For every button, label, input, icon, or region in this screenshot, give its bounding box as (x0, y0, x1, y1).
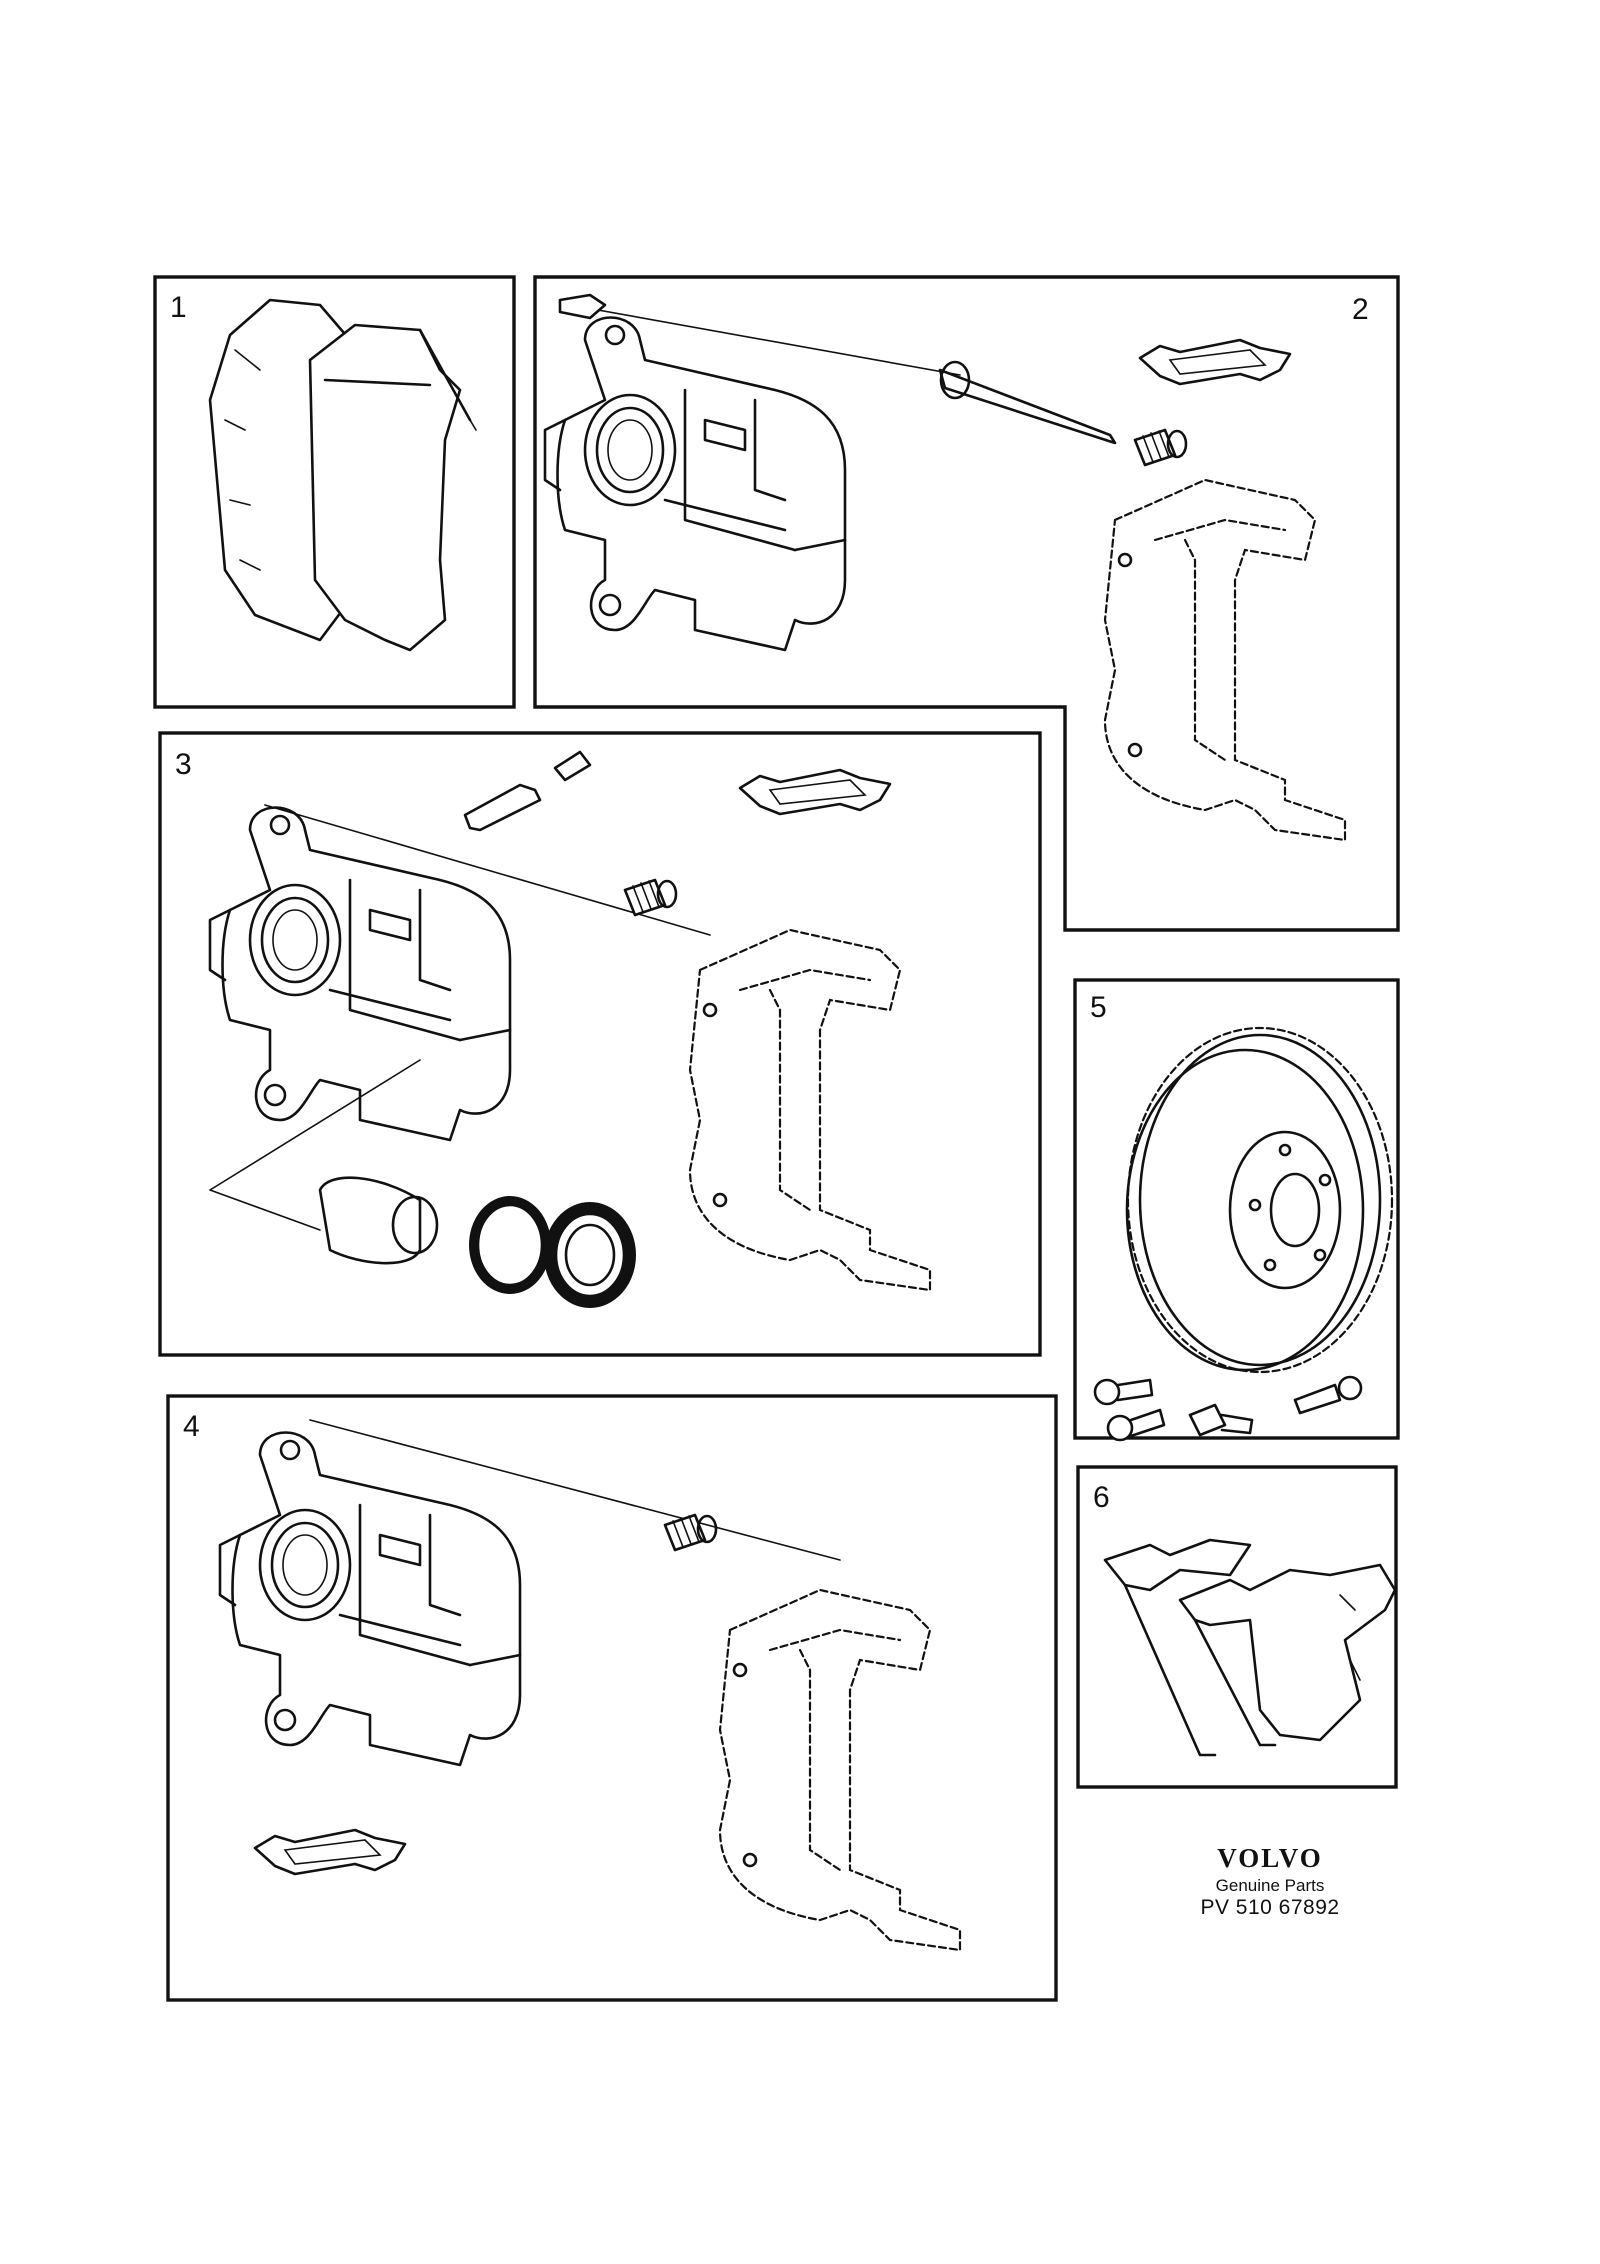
panel-4-frame (166, 1394, 1058, 2002)
brand-block: VOLVO Genuine Parts PV 510 67892 (1180, 1843, 1360, 1920)
panel-number-1: 1 (170, 291, 187, 324)
panel-3-frame (158, 731, 1042, 1357)
brake-disc-illustration (1093, 1026, 1394, 1442)
brake-pads-illustration (208, 298, 477, 652)
spring-clips-illustration (1103, 1538, 1397, 1757)
panel-number-2: 2 (1352, 293, 1369, 326)
panel-number-6: 6 (1093, 1481, 1110, 1514)
brand-subtitle: Genuine Parts (1215, 1876, 1325, 1895)
brand-logo: VOLVO (1217, 1843, 1323, 1873)
disc-bolts (1093, 1375, 1363, 1442)
part-code: PV 510 67892 (1200, 1896, 1340, 1919)
panel-6-frame (1076, 1465, 1398, 1789)
panel-5-frame (1073, 978, 1400, 1440)
caliper-assembly-2 (543, 293, 1347, 842)
caliper-assembly-3 (208, 750, 932, 1308)
panel-number-5: 5 (1090, 991, 1107, 1024)
panel-number-3: 3 (175, 748, 192, 781)
caliper-assembly-4 (218, 1419, 962, 1952)
panel-number-4: 4 (183, 1410, 200, 1443)
panel-1-frame (153, 275, 516, 709)
panel-2-frame (533, 275, 1400, 932)
